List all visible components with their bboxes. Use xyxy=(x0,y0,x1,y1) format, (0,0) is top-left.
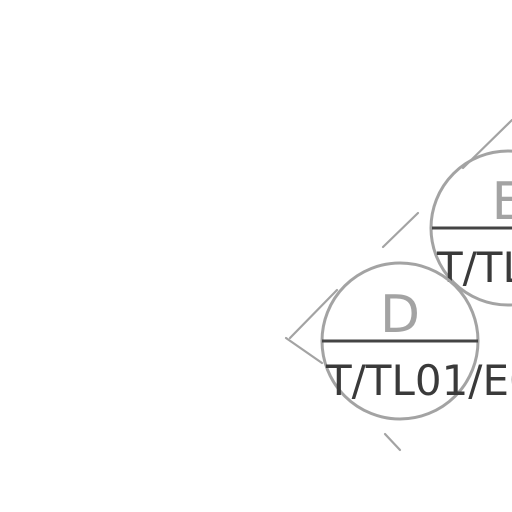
bubble-d: D T/TL01/E0 xyxy=(320,261,512,421)
bubble-d-letter: D xyxy=(380,285,420,345)
bubble-e-letter: E xyxy=(492,172,512,232)
leader-line-d-corner xyxy=(284,336,324,365)
leader-line-d-upper xyxy=(288,288,339,340)
bubble-e-code: T/TL xyxy=(436,243,512,292)
bubble-d-code: T/TL01/E0 xyxy=(325,356,512,405)
leader-line-e-lower xyxy=(381,211,420,249)
leader-line-d-lower xyxy=(383,432,402,452)
bubble-e: E T/TL xyxy=(429,149,512,307)
bubble-e-circle xyxy=(429,149,512,307)
leader-lines xyxy=(284,118,512,452)
